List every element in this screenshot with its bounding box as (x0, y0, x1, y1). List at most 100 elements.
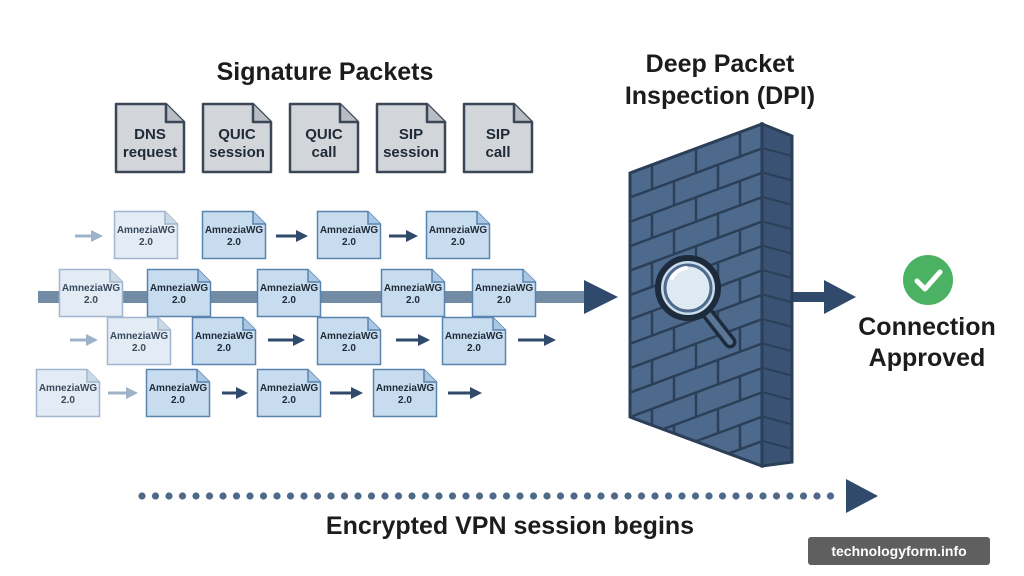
brick-side-line (762, 439, 792, 450)
session-dot (637, 492, 646, 500)
session-dot (799, 492, 808, 500)
packet-label-line2: 2.0 (451, 237, 465, 248)
session-dot (718, 492, 727, 500)
packet-label-line2: 2.0 (84, 295, 98, 306)
brick-side-line (762, 220, 792, 231)
packet-label-line2: 2.0 (217, 343, 231, 354)
packet-label-line1: AmneziaWG (259, 383, 319, 394)
packet-label-line1: AmneziaWG (194, 331, 254, 342)
packet-label-line1: AmneziaWG (61, 283, 121, 294)
session-dot (327, 492, 335, 500)
session-dot (381, 492, 389, 500)
packet-label-line2: 2.0 (342, 343, 356, 354)
packet-label-line2: 2.0 (467, 343, 481, 354)
packet-label-line2: 2.0 (132, 343, 146, 354)
packet-label-line1: AmneziaWG (109, 331, 169, 342)
dpi-title-line1: Deep Packet (645, 50, 795, 78)
brick-side-line (762, 147, 792, 157)
main-flow-arrowhead (584, 280, 618, 314)
brick-side-line (762, 391, 792, 401)
output-arrow-shaft (792, 292, 826, 302)
packet-label-line2: 2.0 (139, 237, 153, 248)
session-dot (786, 492, 794, 500)
session-dot (597, 492, 605, 500)
connection-label-line2: Approved (868, 344, 986, 372)
session-dot (624, 492, 632, 500)
encrypted-session-dotted-arrow (138, 479, 878, 513)
session-dot (651, 492, 659, 500)
session-dot (772, 492, 781, 500)
packet-label-line2: 2.0 (172, 295, 186, 306)
session-dot (813, 492, 821, 500)
session-dot (516, 492, 524, 500)
session-dot (394, 492, 403, 500)
packet-label-line1: AmneziaWG (428, 225, 488, 236)
session-dot (745, 492, 754, 500)
brick-mortar-line (630, 464, 762, 466)
packet-label-line2: 2.0 (171, 395, 185, 406)
session-dot (300, 492, 308, 500)
brick-wall (628, 121, 794, 469)
session-dot (178, 492, 187, 500)
session-dot (691, 492, 700, 500)
session-dot (408, 492, 416, 500)
packet-label-line1: AmneziaWG (383, 283, 443, 294)
packet-label-line2: 2.0 (497, 295, 511, 306)
signature-packets-title: Signature Packets (216, 58, 434, 86)
session-dot (759, 492, 767, 500)
session-dot (259, 492, 268, 500)
signature-label-line1: DNS (134, 126, 166, 143)
brick-side-line (762, 317, 792, 328)
session-dot (529, 492, 538, 500)
packet-label-line2: 2.0 (282, 295, 296, 306)
dpi-title-line2: Inspection (DPI) (624, 82, 816, 110)
session-dot (354, 492, 362, 500)
connection-approved-label: Connection Approved (842, 312, 1012, 374)
session-dot (367, 492, 376, 500)
packet-label-line1: AmneziaWG (375, 383, 435, 394)
connection-label-line1: Connection (858, 313, 996, 341)
session-dot (705, 492, 713, 500)
wall-side-face (760, 121, 794, 468)
session-dot (138, 492, 146, 500)
magnifier-icon (655, 255, 737, 349)
session-dot (421, 492, 430, 500)
brick-side-line (762, 269, 792, 279)
session-dot (543, 492, 551, 500)
approved-badge (903, 255, 953, 305)
brick-side-line (762, 244, 792, 255)
packet-label-line2: 2.0 (282, 395, 296, 406)
session-dot (192, 492, 200, 500)
signature-label-line2: session (209, 144, 265, 161)
signature-label-line1: SIP (485, 126, 511, 143)
session-dot (219, 492, 227, 500)
session-dot (826, 492, 835, 500)
brick-side-line (762, 366, 792, 377)
signature-label-line1: QUIC (218, 126, 256, 143)
session-dot (556, 492, 565, 500)
packet-label-line1: AmneziaWG (148, 383, 208, 394)
session-dot (448, 492, 457, 500)
session-dot (678, 492, 686, 500)
packet-label-line2: 2.0 (61, 395, 75, 406)
signature-label-line2: call (485, 144, 511, 161)
packet-label-line1: AmneziaWG (149, 283, 209, 294)
watermark: technologyform.info (808, 537, 990, 565)
output-arrowhead (824, 280, 856, 314)
session-arrowhead (846, 479, 878, 513)
session-dot (273, 492, 281, 500)
